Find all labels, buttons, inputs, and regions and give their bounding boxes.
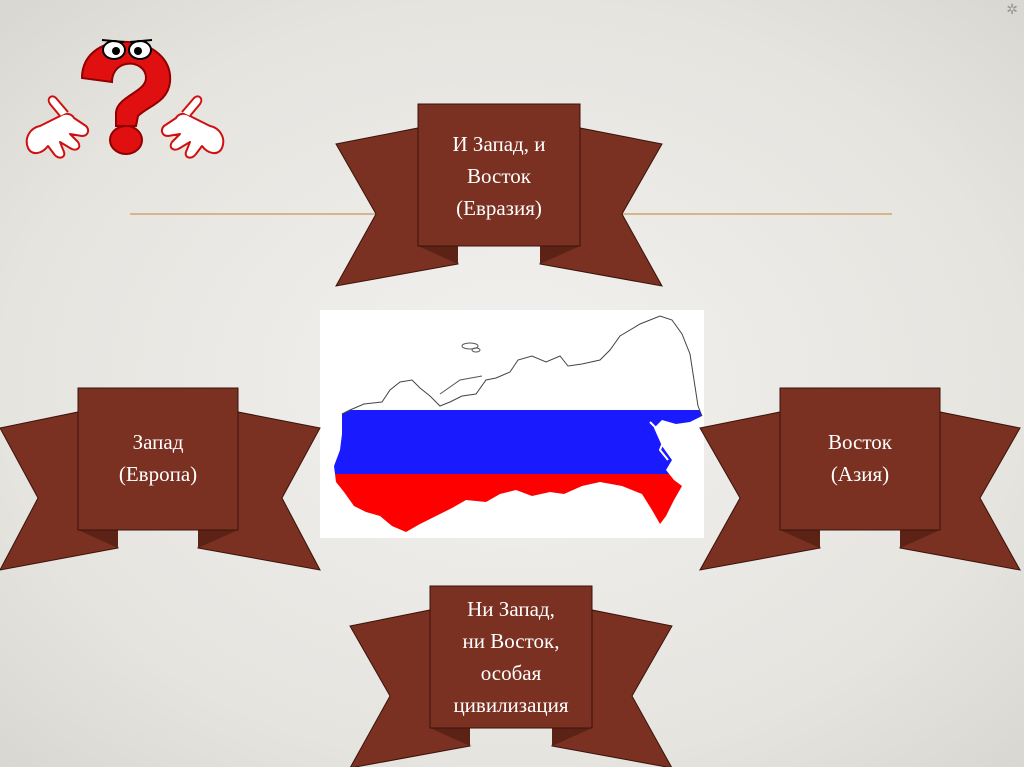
ribbon-top-line-3: (Евразия) <box>456 196 542 220</box>
ribbon-left-label: Запад (Европа) <box>78 426 238 490</box>
ribbon-top-line-1: И Запад, и <box>452 132 546 156</box>
ribbon-top-line-2: Восток <box>467 164 531 188</box>
ribbon-top-label: И Запад, и Восток (Евразия) <box>418 124 580 228</box>
divider-right <box>620 213 892 215</box>
ribbon-left-shape <box>0 387 321 571</box>
ribbon-bottom-label: Ни Запад, ни Восток, особая цивилизация <box>430 592 592 722</box>
russia-flag-map-icon <box>320 310 704 538</box>
ribbon-bottom-line-4: цивилизация <box>453 693 569 717</box>
ribbon-right-line-2: (Азия) <box>830 462 890 486</box>
ribbon-bottom-line-1: Ни Запад, <box>467 597 555 621</box>
ribbon-bottom: Ни Запад, ни Восток, особая цивилизация <box>348 582 674 767</box>
divider-left <box>130 213 380 215</box>
ribbon-right: Восток (Азия) <box>698 384 1022 572</box>
corner-decoration-icon: ✲ <box>1006 2 1018 18</box>
ribbon-bottom-line-2: ни Восток, <box>462 629 560 653</box>
ribbon-right-label: Восток (Азия) <box>780 426 940 490</box>
ribbon-top-shape <box>335 103 663 287</box>
ribbon-bottom-line-3: особая <box>480 661 542 685</box>
ribbon-right-line-1: Восток <box>828 430 892 454</box>
question-mark-character-icon <box>20 30 230 170</box>
ribbon-top: И Запад, и Восток (Евразия) <box>334 100 664 290</box>
ribbon-left-line-2: (Европа) <box>118 462 198 486</box>
ribbon-left-line-1: Запад <box>132 430 184 454</box>
ribbon-bottom-shape <box>349 585 673 767</box>
ribbon-right-shape <box>699 387 1021 571</box>
ribbon-left: Запад (Европа) <box>0 384 322 572</box>
